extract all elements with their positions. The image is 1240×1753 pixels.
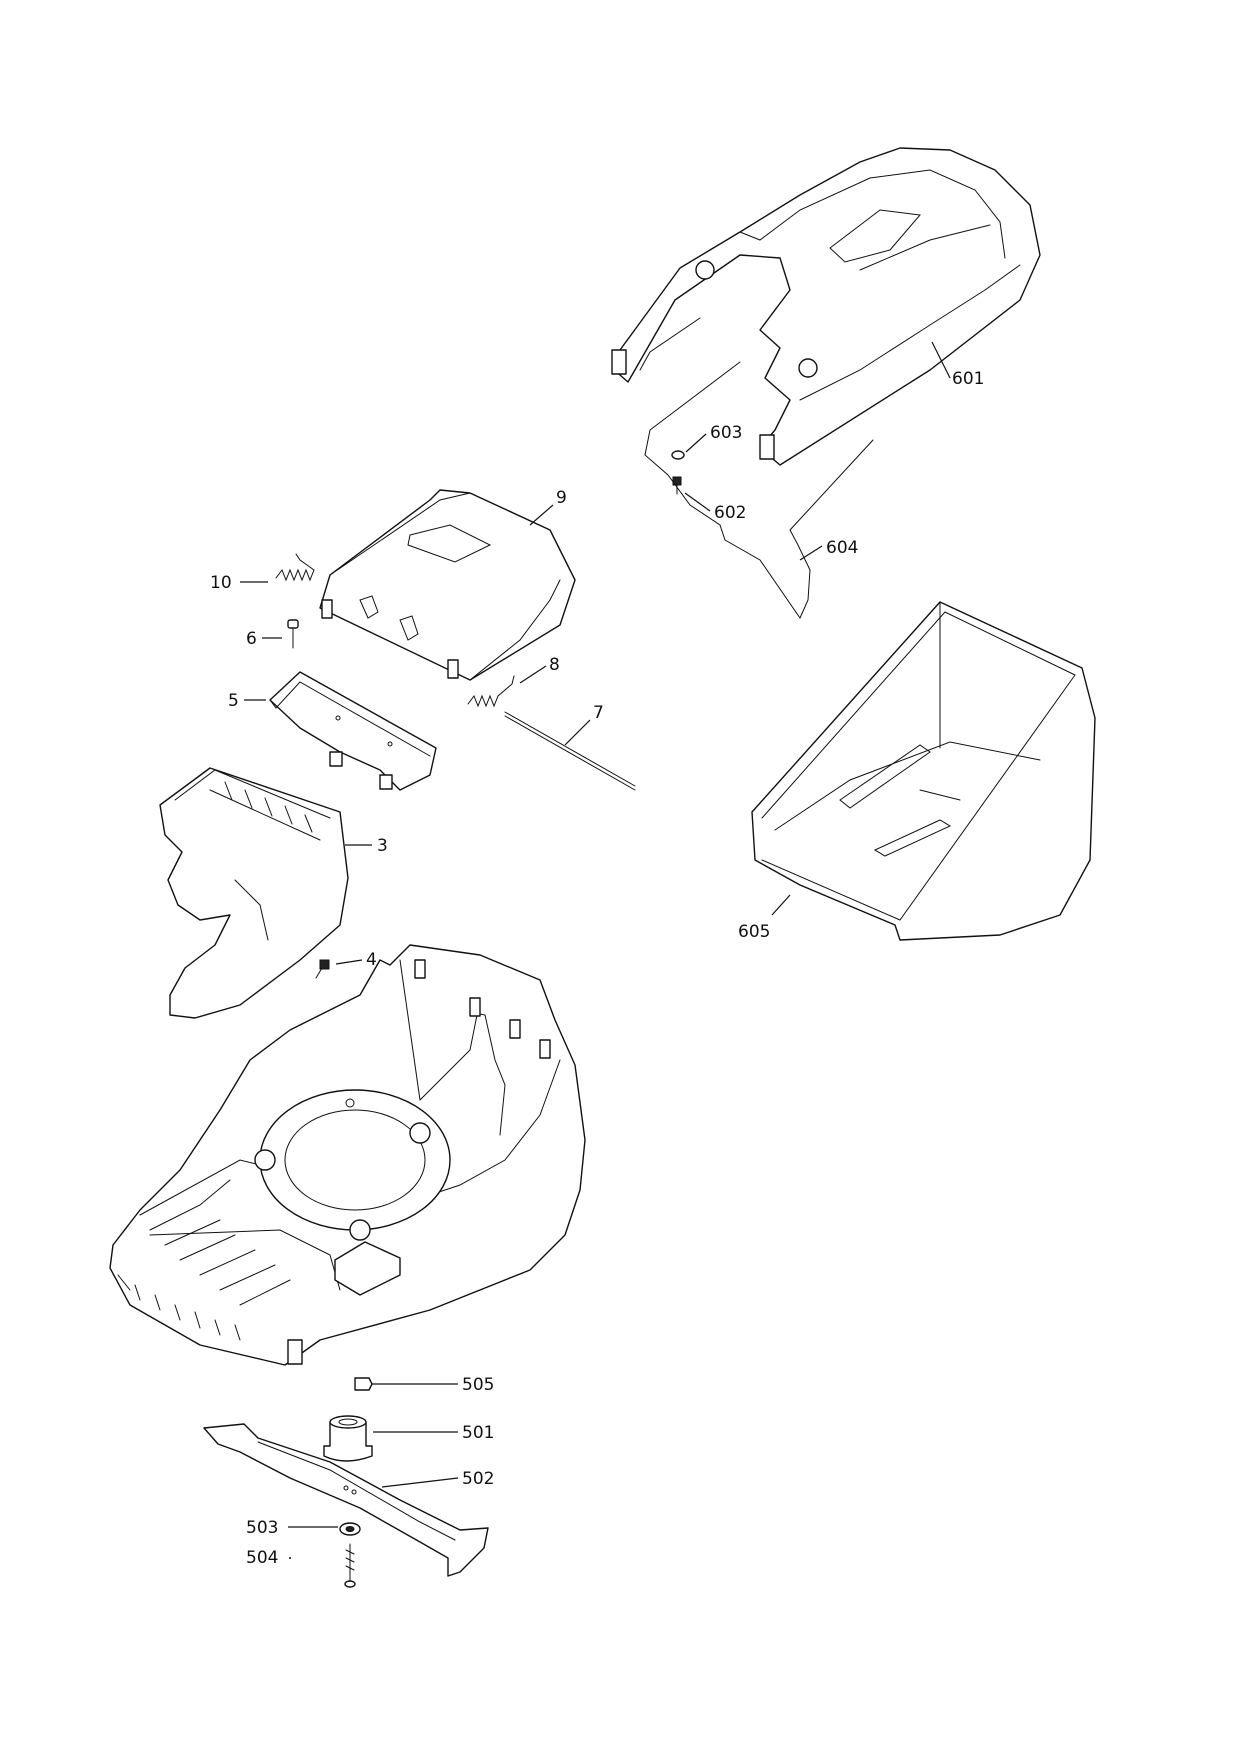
callout-5: 5 [228, 691, 239, 711]
leader-605 [771, 894, 791, 916]
chute-cover-3 [159, 767, 349, 1019]
callout-602: 602 [714, 503, 746, 523]
leader-8 [519, 665, 547, 684]
callout-502: 502 [462, 1469, 494, 1489]
callout-10: 10 [210, 573, 232, 593]
key-505 [354, 1377, 373, 1391]
blade-502 [203, 1423, 489, 1577]
mower-deck [109, 944, 586, 1366]
callout-603: 603 [710, 423, 742, 443]
blade-adapter-501 [323, 1415, 373, 1462]
spring-8 [467, 675, 515, 708]
callout-6: 6 [246, 629, 257, 649]
callout-604: 604 [826, 538, 858, 558]
bolt-504 [344, 1543, 356, 1588]
callout-501: 501 [462, 1423, 494, 1443]
rear-flap-9 [319, 489, 576, 681]
rod-7 [504, 711, 636, 791]
callout-8: 8 [549, 655, 560, 675]
callout-601: 601 [952, 369, 984, 389]
callout-7: 7 [593, 703, 604, 723]
leader-9 [529, 504, 554, 526]
callout-3: 3 [377, 836, 388, 856]
hinge-bracket-5 [269, 671, 437, 791]
leader-502 [381, 1477, 459, 1488]
leader-602 [684, 492, 711, 512]
handle-601 [611, 147, 1041, 466]
callout-605: 605 [738, 922, 770, 942]
callout-505: 505 [462, 1375, 494, 1395]
leader-4 [335, 959, 363, 965]
leader-601 [931, 341, 951, 379]
grass-box-605 [751, 601, 1096, 941]
spring-10 [275, 553, 315, 582]
callout-503: 503 [246, 1518, 278, 1538]
callout-4: 4 [366, 950, 377, 970]
washer-503 [339, 1522, 361, 1536]
pin-6 [287, 619, 299, 649]
leader-504-dot [289, 1557, 291, 1559]
leader-604 [799, 545, 823, 561]
callout-504: 504 [246, 1548, 278, 1568]
leader-7 [564, 719, 591, 746]
screw-4 [315, 959, 330, 979]
callout-9: 9 [556, 488, 567, 508]
washer-603 [671, 450, 685, 460]
leader-603 [685, 433, 707, 453]
